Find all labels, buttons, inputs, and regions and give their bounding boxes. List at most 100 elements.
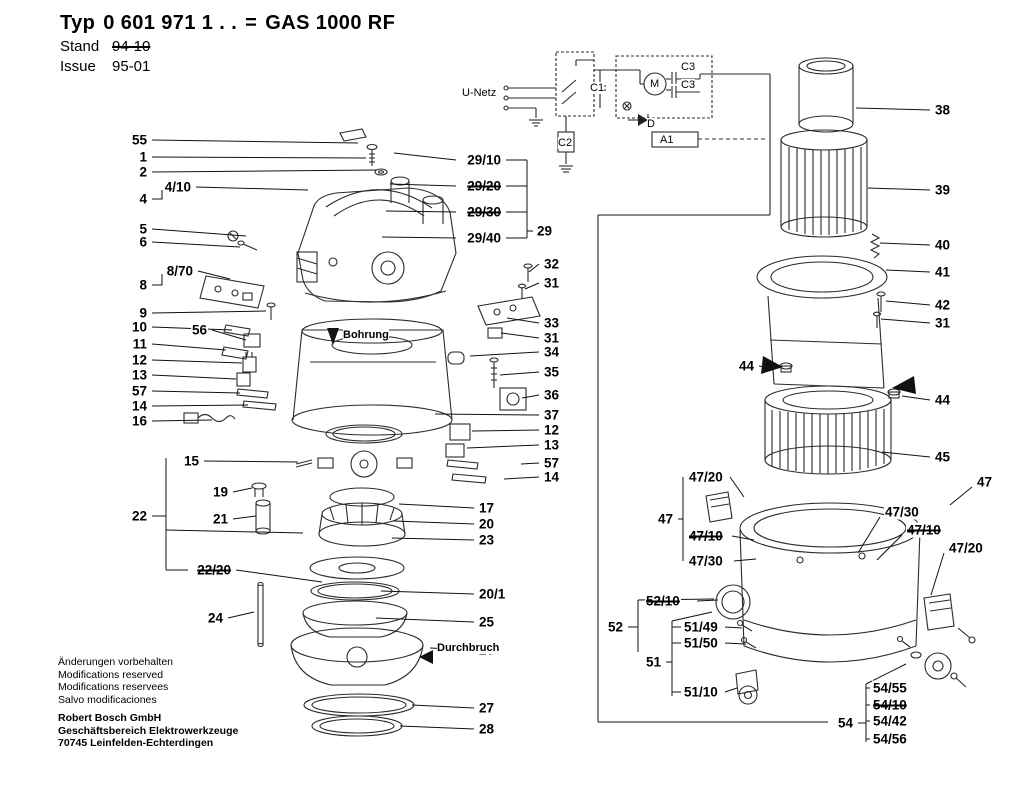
part-callout-44: 44 xyxy=(737,358,755,374)
leader-line xyxy=(879,242,931,246)
part-callout-13: 13 xyxy=(130,367,148,383)
leader-line xyxy=(232,487,253,493)
type-number: 0 601 971 1 . . xyxy=(103,12,238,34)
motor-head-drawing xyxy=(296,128,457,303)
leader-line xyxy=(151,359,243,364)
leader-line xyxy=(380,590,475,595)
part-callout-29-20: 29/20 xyxy=(466,178,502,194)
leader-line xyxy=(195,186,309,191)
leader-line xyxy=(151,169,377,173)
leader-line xyxy=(151,228,247,237)
part-callout-10: 10 xyxy=(130,319,148,335)
leader-line xyxy=(930,552,945,596)
leader-line xyxy=(857,516,881,554)
leader-line xyxy=(232,515,257,520)
filter-cartridge-drawing xyxy=(764,385,892,475)
leader-line xyxy=(151,343,227,351)
part-callout-40: 40 xyxy=(934,237,952,253)
leader-line xyxy=(471,429,540,432)
part-callout-47: 47 xyxy=(976,474,994,490)
leader-line xyxy=(731,535,755,541)
leader-line xyxy=(151,139,359,144)
part-callout-47-10: 47/10 xyxy=(688,528,724,544)
part-callout-8-70: 8/70 xyxy=(165,263,194,279)
leader-line xyxy=(521,394,540,399)
part-callout-33: 33 xyxy=(543,315,561,331)
leader-line xyxy=(151,156,367,159)
part-callout-4: 4 xyxy=(138,191,148,207)
leader-line xyxy=(499,371,540,376)
leader-line xyxy=(880,318,931,324)
part-callout-29-40: 29/40 xyxy=(466,230,502,246)
leader-line xyxy=(867,187,931,191)
annotation-c3: C3 xyxy=(681,79,696,91)
footer-notice-line: Modifications reservees xyxy=(58,681,169,693)
part-callout-31: 31 xyxy=(543,330,561,346)
model-name: GAS 1000 RF xyxy=(265,12,396,34)
leader-line xyxy=(885,269,931,273)
part-callout-54-42: 54/42 xyxy=(872,713,908,729)
part-callout-55: 55 xyxy=(130,132,148,148)
leader-line xyxy=(393,152,457,161)
issue-label: Issue xyxy=(60,58,96,75)
leader-line xyxy=(151,374,237,380)
part-callout-54-55: 54/55 xyxy=(872,680,908,696)
part-callout-36: 36 xyxy=(543,387,561,403)
part-callout-1: 1 xyxy=(138,149,148,165)
leader-line xyxy=(151,241,241,248)
leader-line xyxy=(411,704,475,709)
leader-line xyxy=(398,503,475,509)
motor-cage-drawing xyxy=(756,57,916,399)
part-callout-21: 21 xyxy=(211,511,229,527)
part-callout-56: 56 xyxy=(190,322,208,338)
left-small-parts-drawing xyxy=(183,230,313,648)
part-callout-17: 17 xyxy=(478,500,496,516)
annotation-u-netz: U-Netz xyxy=(462,87,497,99)
part-callout-19: 19 xyxy=(211,484,229,500)
part-callout-31: 31 xyxy=(543,275,561,291)
part-callout-20-1: 20/1 xyxy=(478,586,507,602)
part-callout-38: 38 xyxy=(934,102,952,118)
leader-line xyxy=(197,270,231,280)
caster-parts-drawing xyxy=(735,619,967,705)
part-callout-44: 44 xyxy=(934,392,952,408)
footer-notice-line: Salvo modificaciones xyxy=(58,693,157,706)
footer-company-line: Robert Bosch GmbH xyxy=(58,712,162,724)
leader-line xyxy=(152,190,163,200)
leader-line xyxy=(876,534,903,561)
stand-value: 94-10 xyxy=(112,38,151,55)
leader-line xyxy=(434,413,540,416)
part-callout-14: 14 xyxy=(130,398,148,414)
part-callout-6: 6 xyxy=(138,234,148,250)
part-callout-8: 8 xyxy=(138,277,148,293)
leader-line xyxy=(881,451,931,458)
part-callout-16: 16 xyxy=(130,413,148,429)
part-callout-47-20: 47/20 xyxy=(688,469,724,485)
leader-line xyxy=(381,236,457,239)
part-callout-57: 57 xyxy=(130,383,148,399)
part-callout-2: 2 xyxy=(138,164,148,180)
leader-line xyxy=(151,404,249,407)
leader-line xyxy=(151,419,213,422)
part-callout-13: 13 xyxy=(543,437,561,453)
leader-line xyxy=(758,365,773,369)
part-callout-9: 9 xyxy=(138,305,148,321)
part-callout-28: 28 xyxy=(478,721,496,737)
footer-notice-line: Änderungen vorbehalten xyxy=(58,656,174,668)
leader-line xyxy=(399,725,475,730)
part-callout-22-20: 22/20 xyxy=(196,562,232,578)
leader-line xyxy=(885,300,931,306)
leader-line xyxy=(151,390,241,394)
part-callout-42: 42 xyxy=(934,297,952,313)
leader-line xyxy=(152,274,163,286)
mid-housing-drawing xyxy=(291,263,541,484)
annotation-d: D xyxy=(647,118,655,130)
dust-container-drawing xyxy=(705,491,976,663)
leader-line xyxy=(203,460,299,463)
part-callout-24: 24 xyxy=(206,610,224,626)
part-callout-4-10: 4/10 xyxy=(163,179,192,195)
leader-line xyxy=(391,537,475,541)
annotation-bohrung: Bohrung xyxy=(343,329,389,341)
